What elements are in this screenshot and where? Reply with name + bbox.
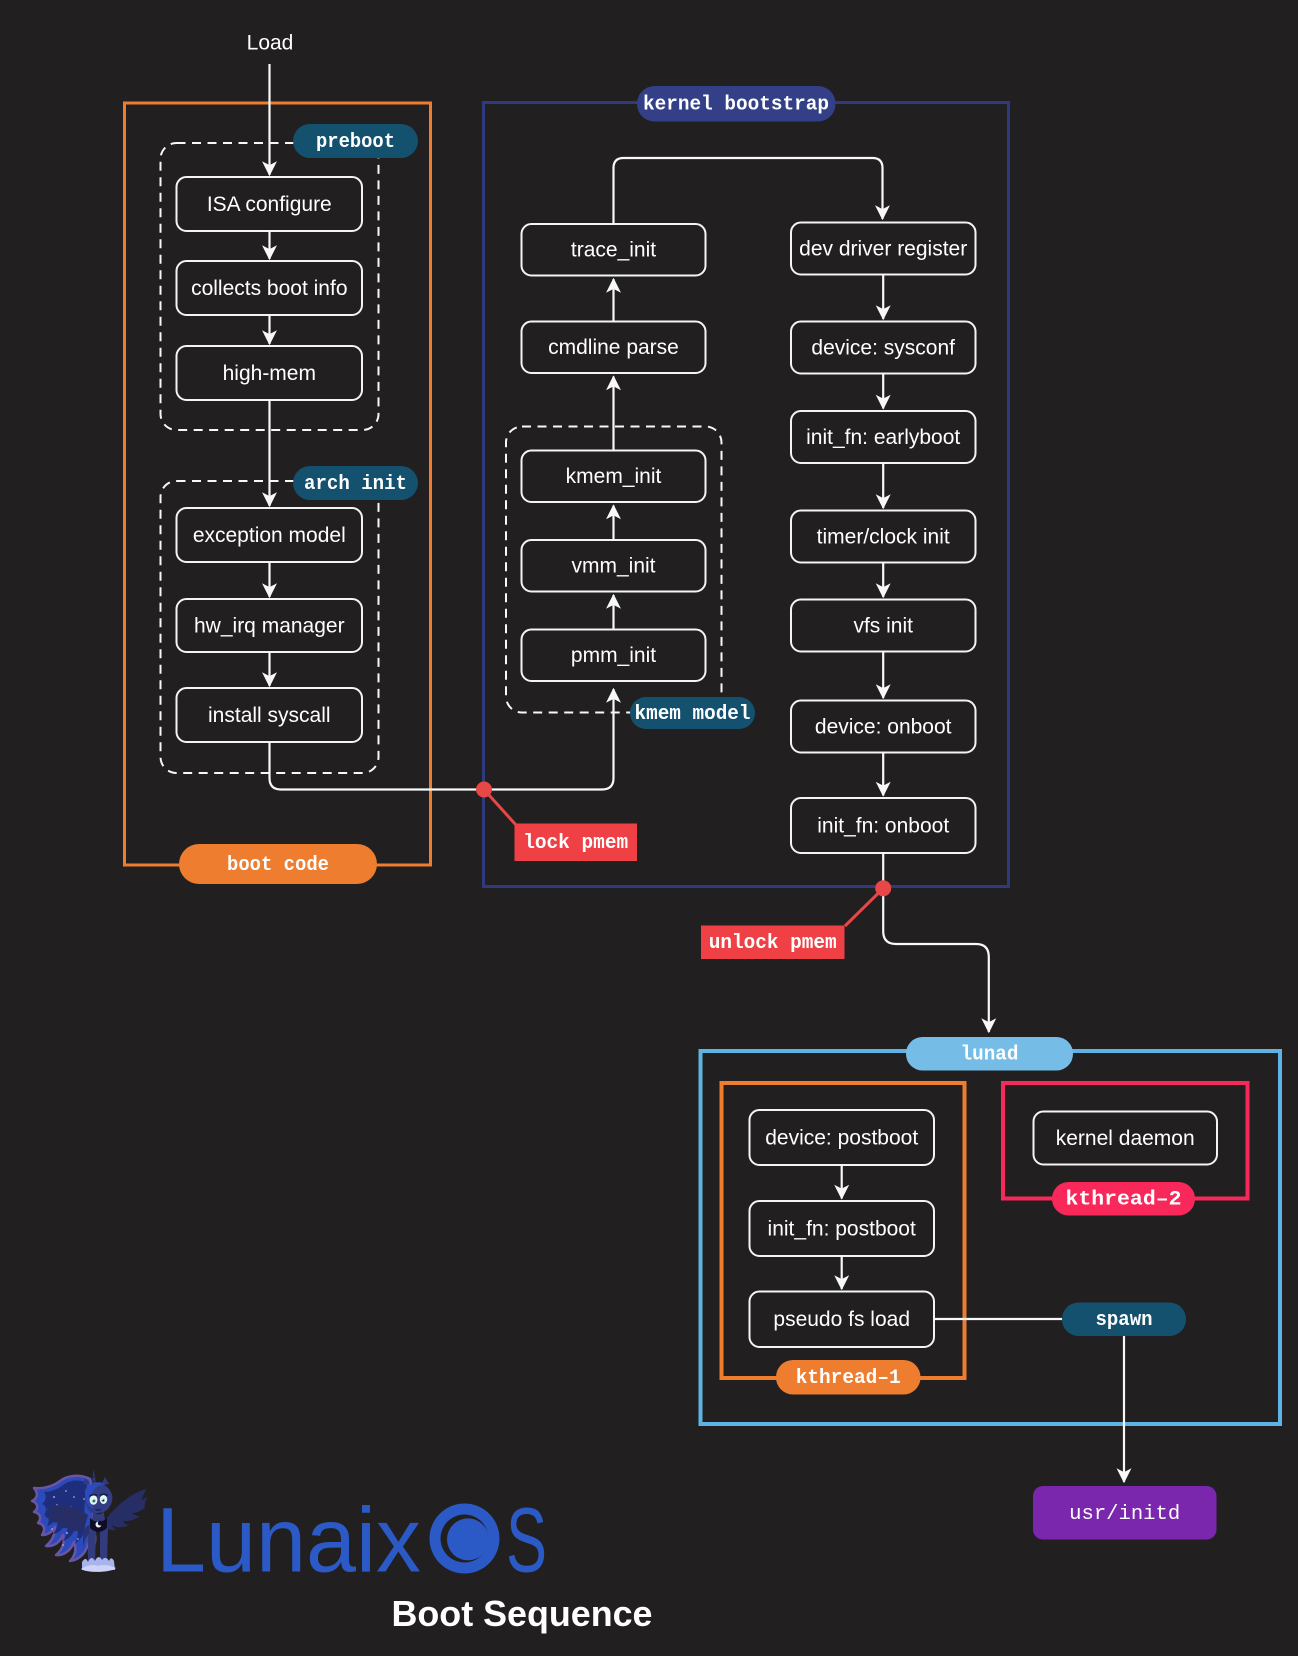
svg-text:kernel daemon: kernel daemon	[1056, 1127, 1195, 1150]
svg-text:ISA configure: ISA configure	[207, 193, 332, 216]
svg-text:Load: Load	[247, 32, 294, 55]
svg-text:boot code: boot code	[227, 854, 329, 877]
svg-text:Lunaix: Lunaix	[156, 1490, 421, 1592]
svg-text:S: S	[506, 1490, 547, 1592]
svg-text:pmm_init: pmm_init	[571, 644, 656, 667]
svg-text:kmem_init: kmem_init	[566, 465, 662, 488]
svg-text:usr/initd: usr/initd	[1069, 1503, 1180, 1526]
svg-text:lock pmem: lock pmem	[523, 832, 628, 855]
svg-text:exception model: exception model	[193, 524, 346, 547]
svg-text:kthread–1: kthread–1	[796, 1367, 901, 1390]
svg-text:preboot: preboot	[316, 131, 395, 154]
svg-text:unlock pmem: unlock pmem	[709, 932, 837, 955]
svg-text:kernel bootstrap: kernel bootstrap	[643, 94, 829, 117]
svg-text:high-mem: high-mem	[223, 362, 316, 385]
svg-text:lunad: lunad	[961, 1044, 1019, 1067]
svg-text:init_fn: earlyboot: init_fn: earlyboot	[806, 426, 960, 449]
svg-text:device: onboot: device: onboot	[815, 716, 952, 739]
svg-text:init_fn: postboot: init_fn: postboot	[768, 1218, 916, 1241]
svg-text:arch init: arch init	[304, 473, 407, 496]
svg-text:pseudo fs load: pseudo fs load	[773, 1308, 910, 1331]
svg-text:collects boot info: collects boot info	[191, 277, 347, 300]
svg-text:install syscall: install syscall	[208, 704, 331, 727]
svg-text:spawn: spawn	[1096, 1309, 1153, 1332]
svg-text:timer/clock init: timer/clock init	[817, 526, 950, 549]
svg-text:trace_init: trace_init	[571, 239, 656, 262]
svg-text:device: sysconf: device: sysconf	[811, 337, 955, 360]
svg-text:hw_irq manager: hw_irq manager	[194, 615, 345, 638]
svg-text:kmem model: kmem model	[635, 703, 751, 726]
svg-text:Boot Sequence: Boot Sequence	[392, 1593, 653, 1634]
svg-text:cmdline parse: cmdline parse	[548, 336, 679, 359]
svg-text:vmm_init: vmm_init	[571, 555, 655, 578]
svg-text:device: postboot: device: postboot	[765, 1127, 918, 1150]
svg-text:kthread–2: kthread–2	[1066, 1189, 1182, 1212]
svg-text:vfs init: vfs init	[853, 615, 913, 638]
svg-text:dev driver register: dev driver register	[799, 238, 967, 261]
svg-text:init_fn: onboot: init_fn: onboot	[817, 815, 949, 838]
